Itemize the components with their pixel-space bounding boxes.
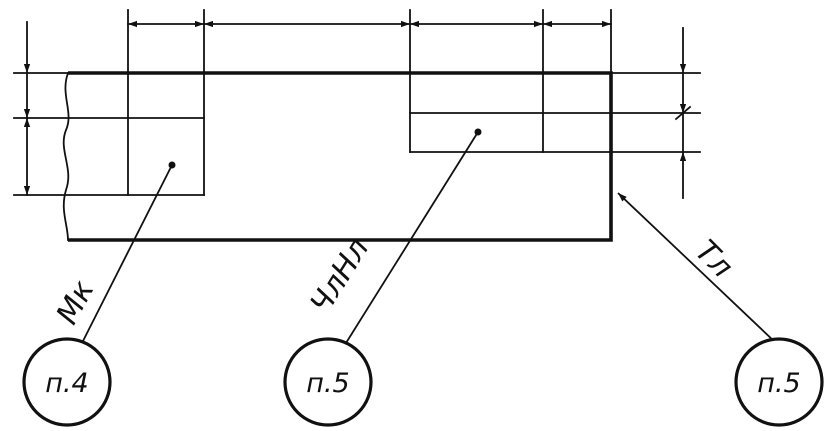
label-chl-nl: ЧлНл bbox=[304, 232, 377, 320]
break-line bbox=[62, 71, 70, 241]
leader-1 bbox=[81, 164, 173, 344]
callout-circle-3 bbox=[734, 337, 824, 427]
callout-circle-1 bbox=[22, 337, 112, 427]
right-dim-tick bbox=[674, 105, 692, 121]
callout-text-2: п.5 bbox=[306, 368, 349, 399]
leader-3 bbox=[617, 192, 777, 344]
label-tl: Тл bbox=[688, 234, 739, 285]
callout-text-3: п.5 bbox=[757, 368, 800, 399]
callout-circle-2 bbox=[283, 337, 373, 427]
leader-2 bbox=[345, 131, 479, 344]
form-outline bbox=[68, 71, 613, 242]
callout-text-1: п.4 bbox=[45, 368, 88, 399]
